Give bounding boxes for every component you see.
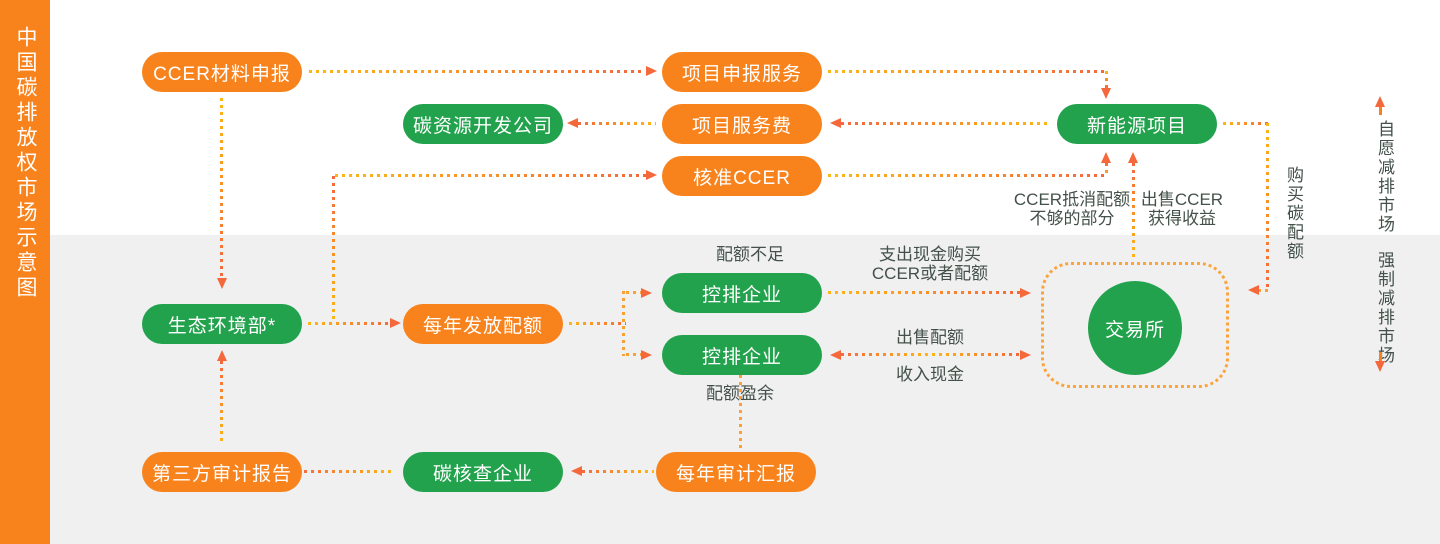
connector-material-to-declaration xyxy=(309,70,645,73)
arrow-right-icon xyxy=(646,170,657,180)
arrow-up-icon xyxy=(1101,152,1111,163)
arrow-right-icon xyxy=(641,350,652,360)
connector-ccer-to-project-v xyxy=(1105,163,1108,177)
node-emission-control-enterprise-shortage: 控排企业 xyxy=(662,273,822,313)
connector-enterprise1-to-exchange xyxy=(828,291,1020,294)
node-annual-audit-report: 每年审计汇报 xyxy=(656,452,816,492)
connector-quota-fork-v xyxy=(622,291,625,356)
arrow-right-icon xyxy=(646,66,657,76)
exchange-dashed-box xyxy=(1041,262,1229,388)
arrow-left-icon xyxy=(1248,285,1259,295)
arrow-left-icon xyxy=(567,118,578,128)
node-third-party-audit-report: 第三方审计报告 xyxy=(142,452,302,492)
node-approved-ccer: 核准CCER xyxy=(662,156,822,196)
node-project-declaration-service: 项目申报服务 xyxy=(662,52,822,92)
node-ccer-material-declaration: CCER材料申报 xyxy=(142,52,302,92)
connector-declaration-to-project-h xyxy=(828,70,1106,73)
connector-quota-fork-h xyxy=(569,322,626,325)
mandatory-arrow-stem xyxy=(1379,352,1382,361)
sidebar: 中国碳排放权市场示意图 xyxy=(0,0,50,544)
label-mandatory-market: 强制减排市场 xyxy=(1375,251,1394,365)
connector-project-to-fee xyxy=(841,122,1051,125)
arrow-up-icon xyxy=(1375,96,1385,107)
arrow-down-icon xyxy=(1101,88,1111,99)
connector-project-to-exchange-h1 xyxy=(1223,122,1269,125)
node-carbon-resource-dev-company: 碳资源开发公司 xyxy=(403,104,563,144)
connector-ministry-to-quota xyxy=(308,322,390,325)
arrow-left-icon xyxy=(571,466,582,476)
connector-ministry-to-ccer-h xyxy=(335,174,646,177)
page-title: 中国碳排放权市场示意图 xyxy=(14,26,37,301)
label-ccer-offset-shortfall: CCER抵消配额 不够的部分 xyxy=(1013,190,1131,228)
label-sell-quota: 出售配额 xyxy=(896,328,964,347)
connector-declaration-to-project-v xyxy=(1105,71,1108,88)
connector-verification-to-report xyxy=(297,470,395,473)
connector-exchange-to-project xyxy=(1132,163,1135,260)
node-emission-control-enterprise-surplus: 控排企业 xyxy=(662,335,822,375)
connector-fee-to-devcompany xyxy=(578,122,656,125)
label-buy-carbon-quota: 购买碳配额 xyxy=(1284,166,1303,261)
node-new-energy-project: 新能源项目 xyxy=(1057,104,1217,144)
connector-ministry-to-ccer-v xyxy=(332,176,335,323)
connector-material-to-ministry xyxy=(220,98,223,278)
arrow-left-icon xyxy=(830,350,841,360)
voluntary-arrow-stem xyxy=(1379,107,1382,115)
node-carbon-verification-enterprise: 碳核查企业 xyxy=(403,452,563,492)
label-pay-cash-buy: 支出现金购买 CCER或者配额 xyxy=(871,245,989,283)
connector-enterprise2-to-exchange xyxy=(841,353,1020,356)
connector-ccer-to-project-h xyxy=(828,174,1105,177)
arrow-right-icon xyxy=(390,318,401,328)
connector-quota-stub2 xyxy=(626,353,641,356)
label-quota-shortage: 配额不足 xyxy=(716,245,784,264)
node-project-service-fee: 项目服务费 xyxy=(662,104,822,144)
arrow-up-icon xyxy=(1128,152,1138,163)
arrow-up-icon xyxy=(217,350,227,361)
arrow-down-icon xyxy=(217,278,227,289)
arrow-left-icon xyxy=(830,118,841,128)
label-sell-ccer-income: 出售CCER 获得收益 xyxy=(1140,190,1224,228)
connector-enterprise-to-audit xyxy=(739,375,742,452)
arrow-down-icon xyxy=(1375,361,1385,372)
arrow-right-icon xyxy=(1020,288,1031,298)
node-exchange: 交易所 xyxy=(1088,281,1182,375)
label-quota-surplus: 配额盈余 xyxy=(706,384,774,403)
label-receive-cash: 收入现金 xyxy=(896,365,964,384)
connector-report-to-ministry xyxy=(220,361,223,445)
connector-audit-to-verification xyxy=(582,470,654,473)
connector-project-to-exchange-h2 xyxy=(1258,289,1268,292)
node-ministry-of-ecology-environment: 生态环境部* xyxy=(142,304,302,344)
connector-project-to-exchange-v xyxy=(1266,123,1269,291)
connector-quota-stub1 xyxy=(626,291,641,294)
arrow-right-icon xyxy=(641,288,652,298)
arrow-right-icon xyxy=(1020,350,1031,360)
node-annual-quota-issuance: 每年发放配额 xyxy=(403,304,563,344)
label-voluntary-market: 自愿减排市场 xyxy=(1375,120,1394,234)
